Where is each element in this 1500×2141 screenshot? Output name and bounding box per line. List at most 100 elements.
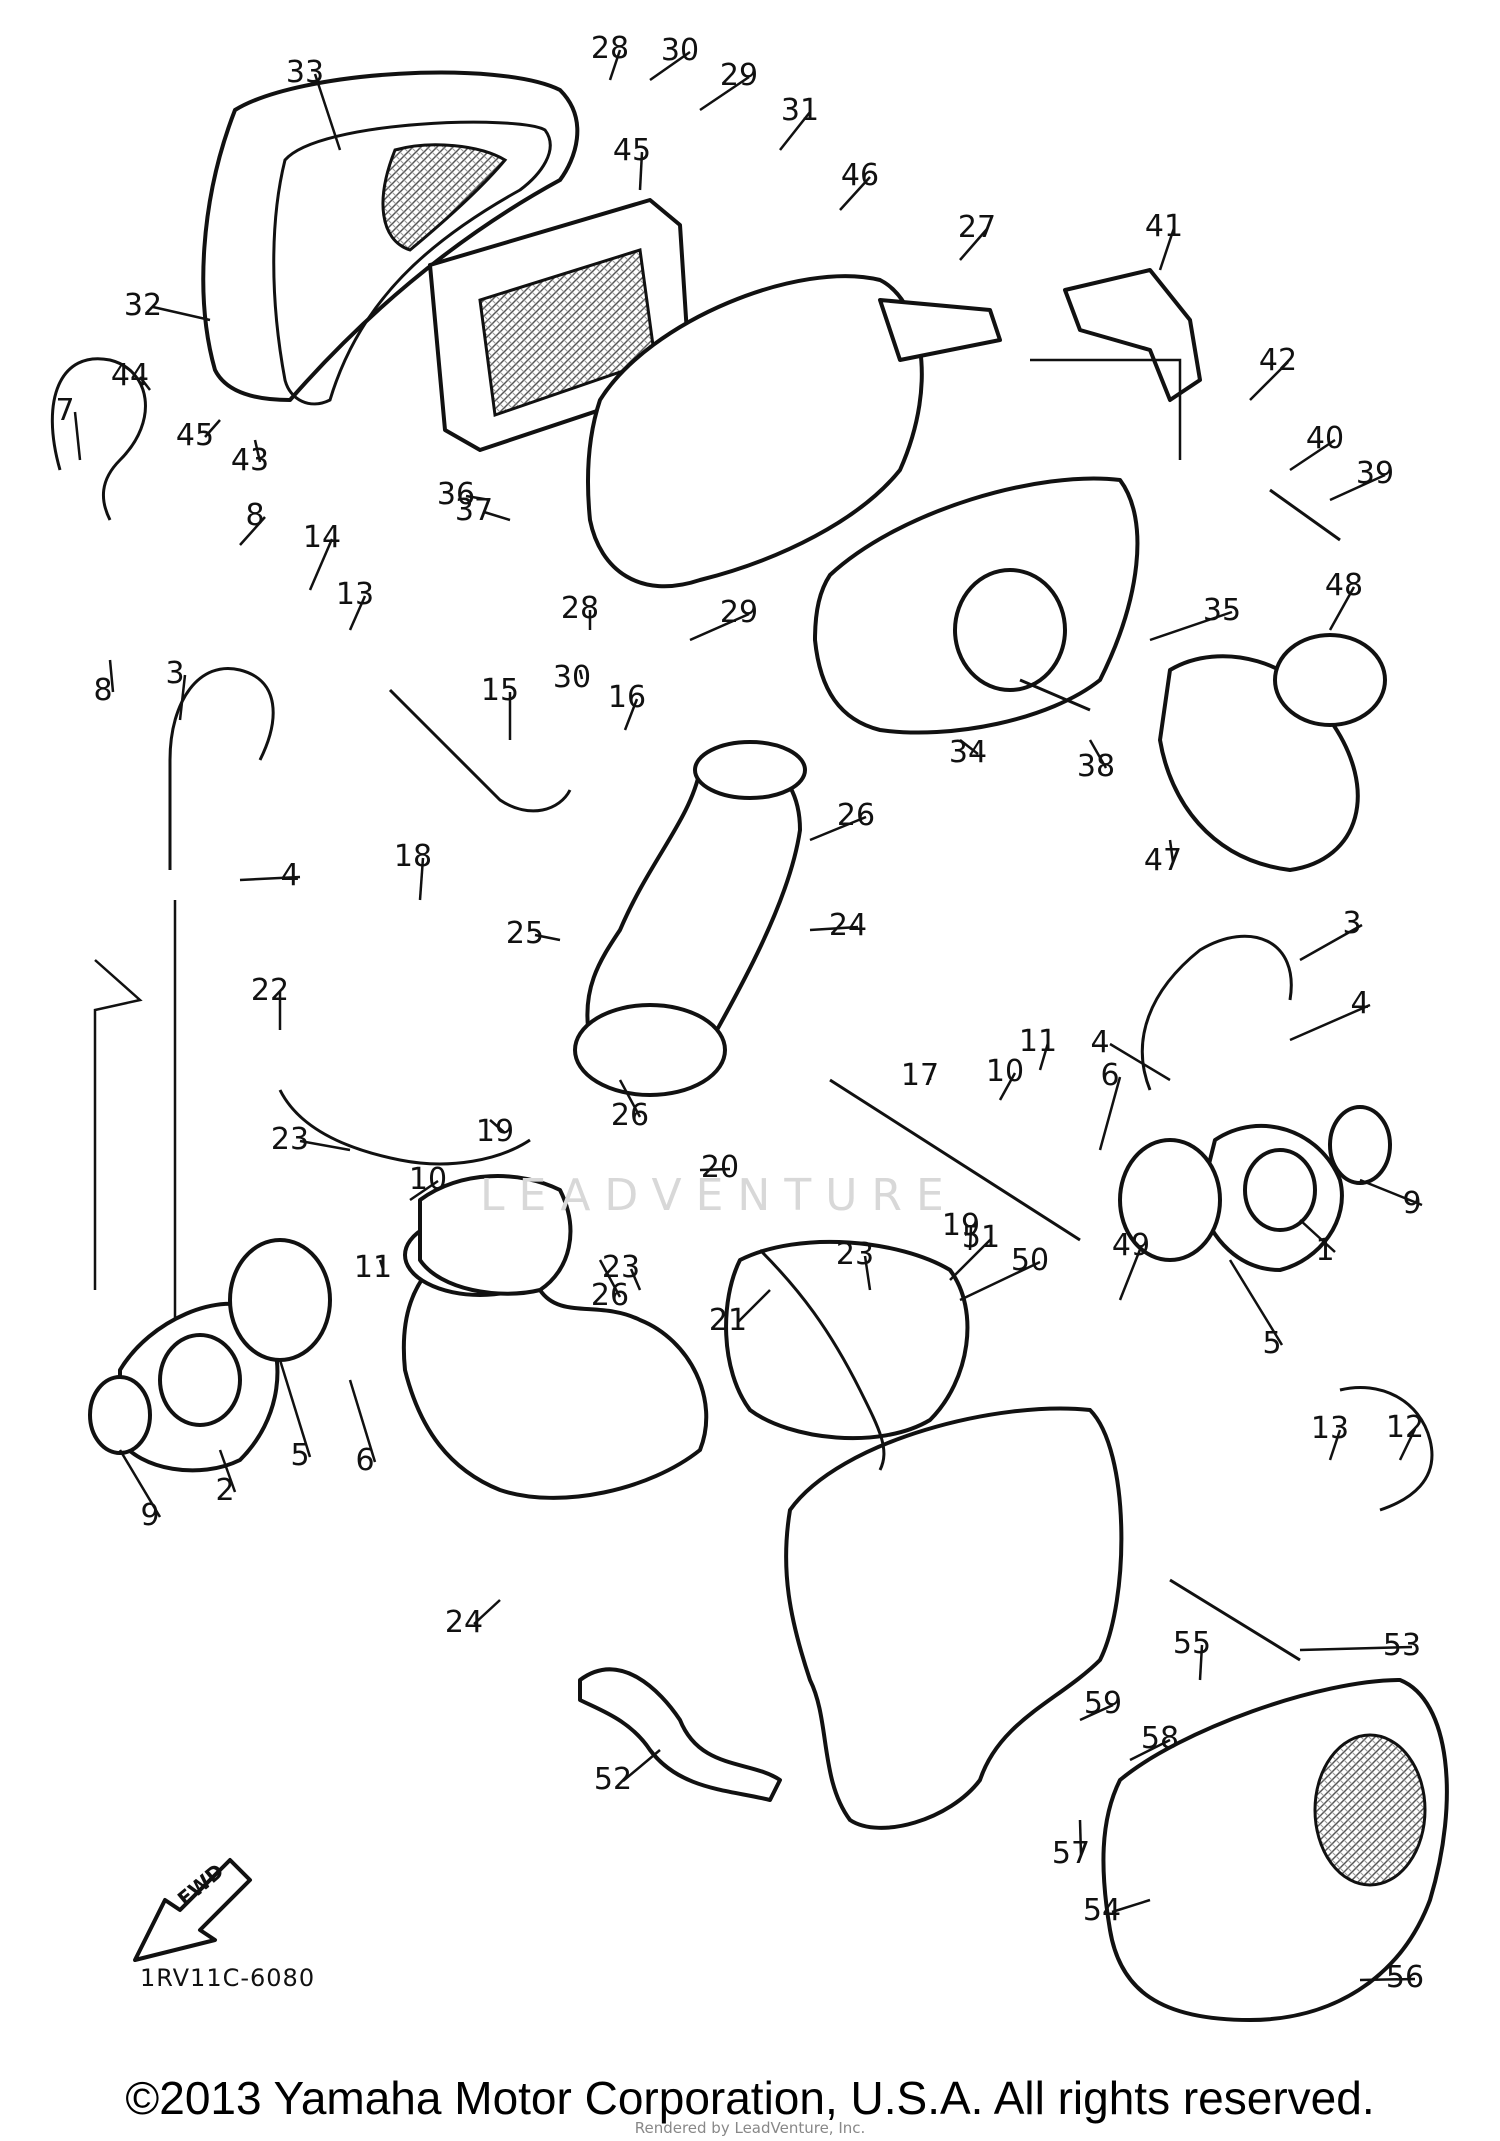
callout-8: 8 <box>245 498 264 533</box>
callout-49: 49 <box>1112 1228 1150 1263</box>
callout-leader-27 <box>959 228 988 261</box>
callout-8: 8 <box>93 673 112 708</box>
callout-leader-13 <box>1328 1429 1342 1461</box>
callout-leader-9 <box>1359 1178 1423 1207</box>
callout-29: 29 <box>720 58 758 93</box>
joint-right-mouth <box>1273 633 1387 727</box>
callout-leader-32 <box>152 305 211 322</box>
callout-23: 23 <box>271 1122 309 1157</box>
bolt-39 <box>1269 488 1341 542</box>
callout-leader-23 <box>863 1255 872 1291</box>
callout-56: 56 <box>1386 1960 1424 1995</box>
callout-leader-51 <box>949 1238 992 1281</box>
callout-55: 55 <box>1173 1626 1211 1661</box>
callout-23: 23 <box>836 1237 874 1272</box>
air-cleaner-gasket <box>272 120 552 406</box>
callout-38: 38 <box>1077 749 1115 784</box>
callout-leader-26 <box>618 1079 642 1118</box>
callout-26: 26 <box>591 1278 629 1313</box>
callout-3: 3 <box>165 656 184 691</box>
callout-6: 6 <box>1100 1058 1119 1093</box>
callout-leader-45 <box>204 419 221 438</box>
callout-25: 25 <box>506 916 544 951</box>
callout-41: 41 <box>1145 209 1183 244</box>
callout-27: 27 <box>958 210 996 245</box>
callout-leader-23 <box>629 1268 642 1291</box>
callout-58: 58 <box>1141 1721 1179 1756</box>
callout-leader-13 <box>348 595 367 631</box>
callout-32: 32 <box>124 288 162 323</box>
callout-30: 30 <box>661 33 699 68</box>
hose-22 <box>278 1089 531 1166</box>
joint-upper-mouth <box>693 740 807 800</box>
carburetor-front <box>418 1174 573 1296</box>
clamp-left <box>228 1238 332 1362</box>
pipe-17 <box>829 1078 1081 1242</box>
callout-leader-19 <box>489 1119 506 1134</box>
callout-15: 15 <box>481 673 519 708</box>
callout-29: 29 <box>720 595 758 630</box>
callout-leader-57 <box>1078 1819 1083 1856</box>
callout-leader-37 <box>483 510 511 522</box>
callout-leader-11 <box>1038 1042 1050 1071</box>
callout-leader-8 <box>239 516 266 546</box>
callout-23: 23 <box>602 1250 640 1285</box>
callout-leader-43 <box>253 439 262 463</box>
callout-28: 28 <box>591 31 629 66</box>
callout-leader-3 <box>178 674 187 721</box>
callout-leader-8 <box>108 659 115 693</box>
callout-leader-38 <box>1088 739 1108 769</box>
hose-3-left <box>168 667 275 870</box>
callout-45: 45 <box>613 133 651 168</box>
callout-leader-47 <box>1168 839 1175 863</box>
callout-13: 13 <box>1311 1411 1349 1446</box>
callout-leader-25 <box>534 933 561 942</box>
callout-13: 13 <box>336 577 374 612</box>
carburetor-joint-left-bore <box>158 1333 242 1427</box>
callout-45: 45 <box>176 418 214 453</box>
callout-leader-54 <box>1111 1898 1151 1914</box>
callout-19: 19 <box>942 1208 980 1243</box>
callout-50: 50 <box>1011 1243 1049 1278</box>
callout-10: 10 <box>986 1054 1024 1089</box>
callout-leader-5 <box>278 1359 312 1458</box>
callout-leader-24 <box>473 1599 501 1625</box>
callout-17: 17 <box>901 1058 939 1093</box>
callout-leader-31 <box>779 111 811 151</box>
callout-35: 35 <box>1203 593 1241 628</box>
callout-leader-59 <box>1079 1703 1114 1722</box>
callout-4: 4 <box>1350 986 1369 1021</box>
callout-21: 21 <box>709 1303 747 1338</box>
callout-28: 28 <box>561 591 599 626</box>
callout-leader-14 <box>308 538 334 591</box>
side-cover-opening <box>953 568 1067 692</box>
callout-30: 30 <box>553 660 591 695</box>
callout-36: 36 <box>437 477 475 512</box>
callout-leader-50 <box>959 1260 1041 1302</box>
callout-3: 3 <box>1342 906 1361 941</box>
callout-leader-1 <box>1299 1219 1336 1253</box>
callout-9: 9 <box>1402 1186 1421 1221</box>
assembly-line-right <box>1030 358 1182 460</box>
callout-leader-36 <box>465 494 491 502</box>
callout-leader-20 <box>699 1167 731 1172</box>
callout-leader-16 <box>623 698 639 731</box>
callout-leader-4 <box>1289 1003 1371 1042</box>
callout-4: 4 <box>1090 1025 1109 1060</box>
callout-5: 5 <box>1262 1326 1281 1361</box>
callout-48: 48 <box>1325 568 1363 603</box>
callout-59: 59 <box>1084 1686 1122 1721</box>
callout-leader-21 <box>737 1289 771 1323</box>
bracket-plate <box>784 1406 1124 1830</box>
bolt-38 <box>1019 678 1091 712</box>
callout-leader-18 <box>418 857 425 901</box>
callout-2: 2 <box>215 1473 234 1508</box>
callout-22: 22 <box>251 973 289 1008</box>
callout-leader-58 <box>1129 1738 1171 1762</box>
callout-42: 42 <box>1259 343 1297 378</box>
callout-44: 44 <box>111 358 149 393</box>
callout-leader-6 <box>1098 1076 1122 1151</box>
copyright-text: ©2013 Yamaha Motor Corporation, U.S.A. A… <box>125 2072 1375 2124</box>
callout-31: 31 <box>781 93 819 128</box>
